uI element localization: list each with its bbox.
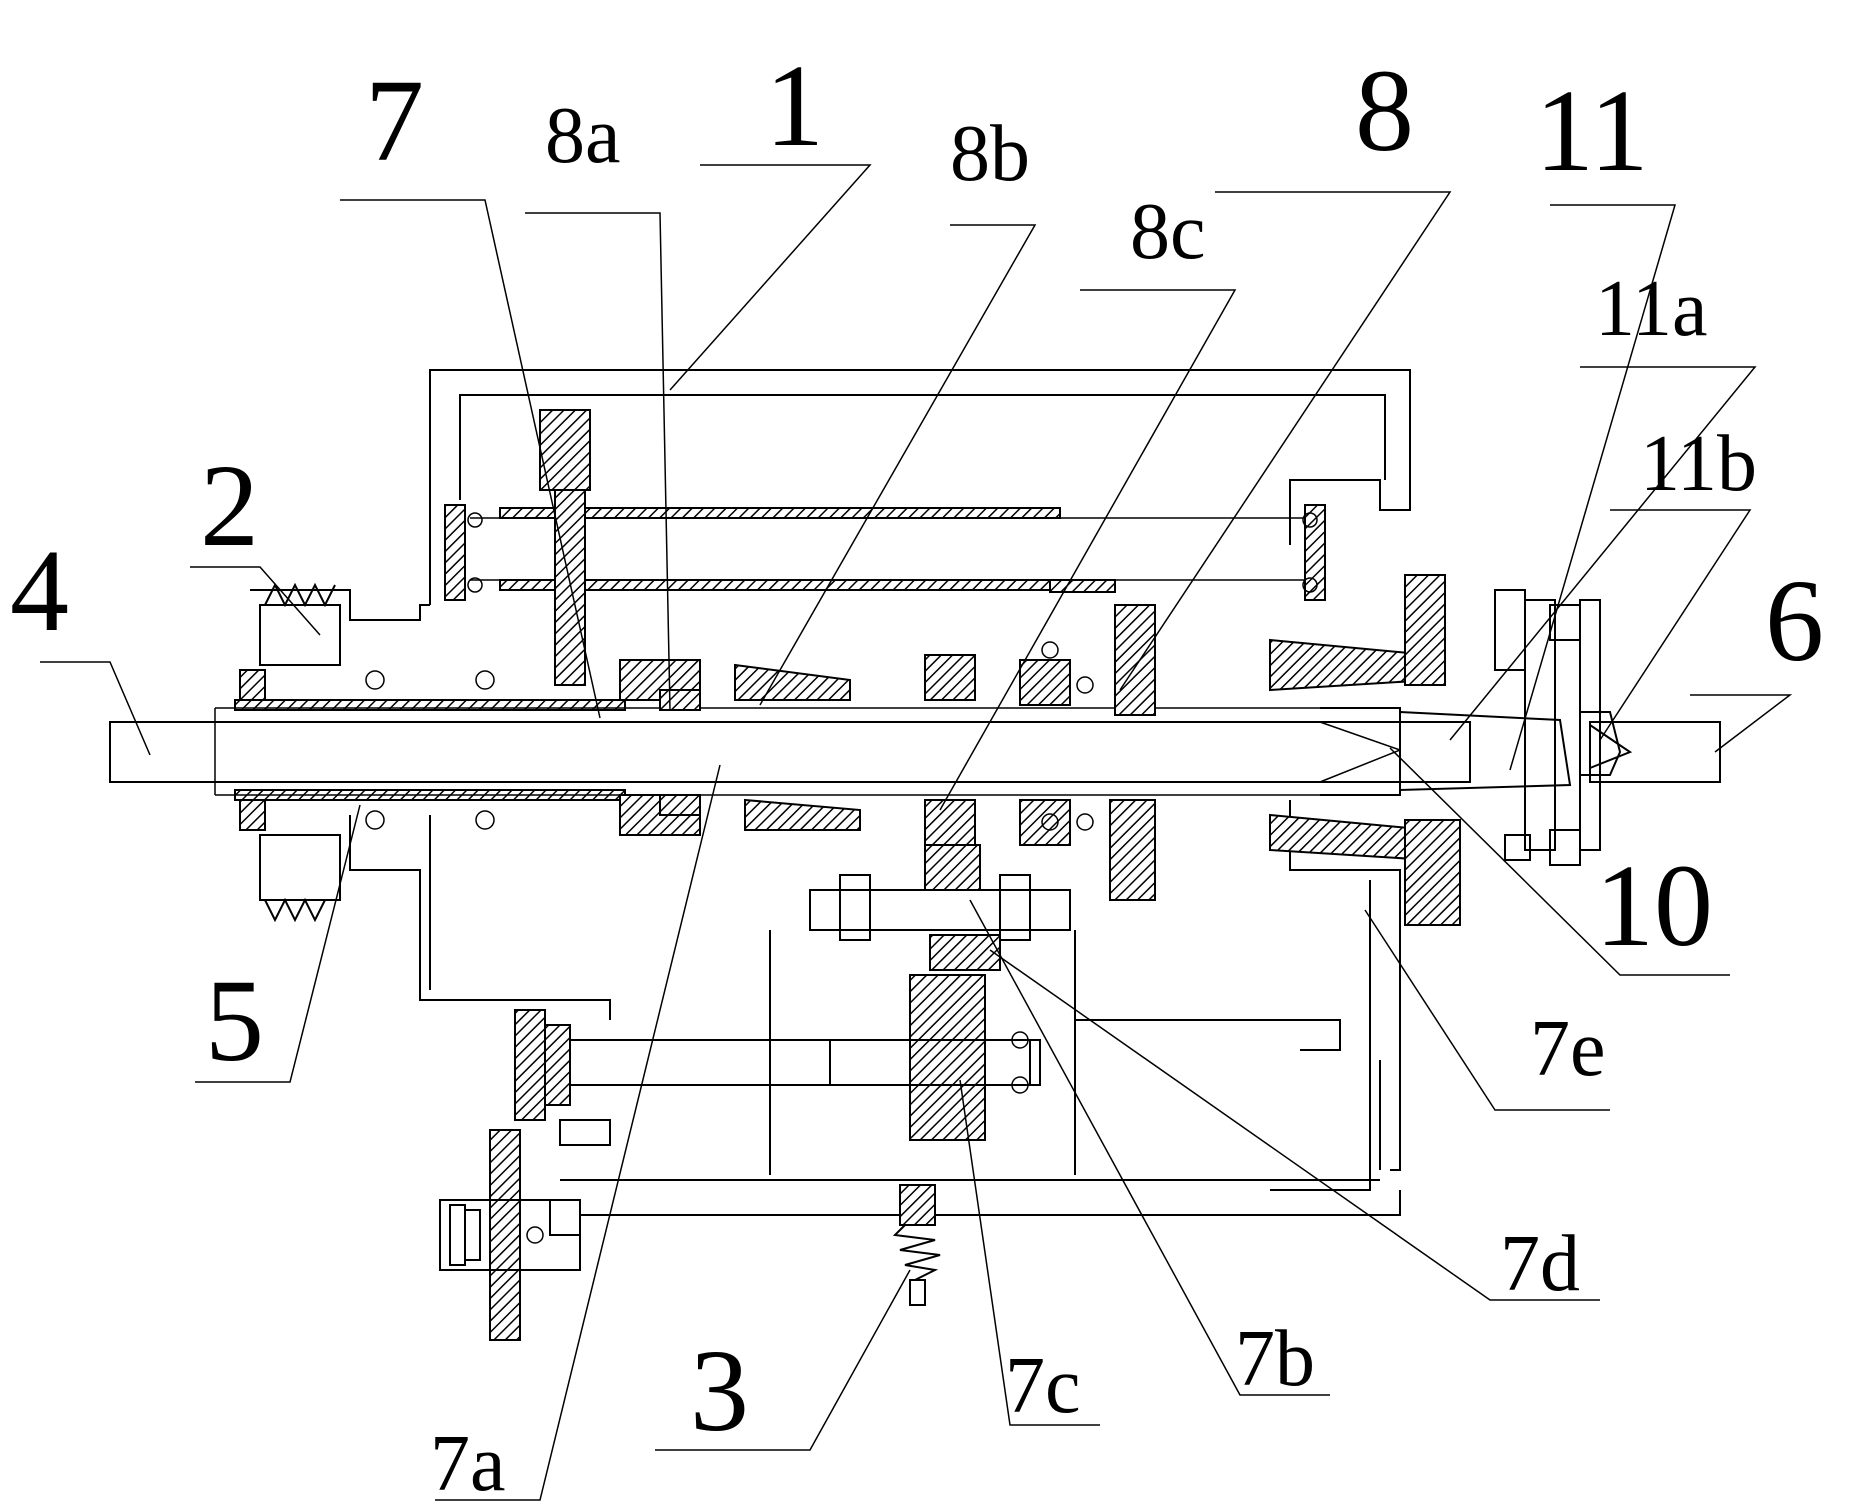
label-11b: 11b: [1640, 420, 1757, 508]
label-2: 2: [200, 440, 259, 571]
label-4: 4: [10, 525, 69, 656]
label-7b: 7b: [1235, 1315, 1315, 1403]
leader-lines: [40, 164, 1793, 1501]
transmission-vertical: [514, 844, 1071, 1306]
right-flange: [1494, 589, 1601, 866]
label-7e: 7e: [1530, 1005, 1606, 1093]
label-7c: 7c: [1005, 1342, 1081, 1430]
label-10: 10: [1595, 840, 1713, 971]
label-7a: 7a: [430, 1420, 506, 1507]
label-8a: 8a: [545, 92, 621, 180]
label-8b: 8b: [950, 110, 1030, 198]
label-8c: 8c: [1130, 188, 1206, 276]
label-1: 1: [765, 40, 824, 171]
upper-countershaft: [444, 409, 1326, 686]
part-labels: 4 2 5 7 8a 1 8b 8c 8 11 11a 11b 6 10 7e …: [10, 40, 1824, 1507]
label-11a: 11a: [1595, 265, 1708, 353]
shaft-gears: [539, 409, 1461, 926]
label-6: 6: [1765, 555, 1824, 686]
lower-left-gears: [439, 1009, 611, 1341]
label-7d: 7d: [1500, 1220, 1580, 1308]
label-5: 5: [205, 955, 264, 1086]
main-spindle: [109, 699, 1721, 801]
label-3: 3: [690, 1325, 749, 1456]
label-8: 8: [1355, 45, 1414, 176]
label-7: 7: [365, 55, 424, 186]
label-11: 11: [1535, 65, 1649, 196]
pulley-left: [239, 582, 495, 923]
